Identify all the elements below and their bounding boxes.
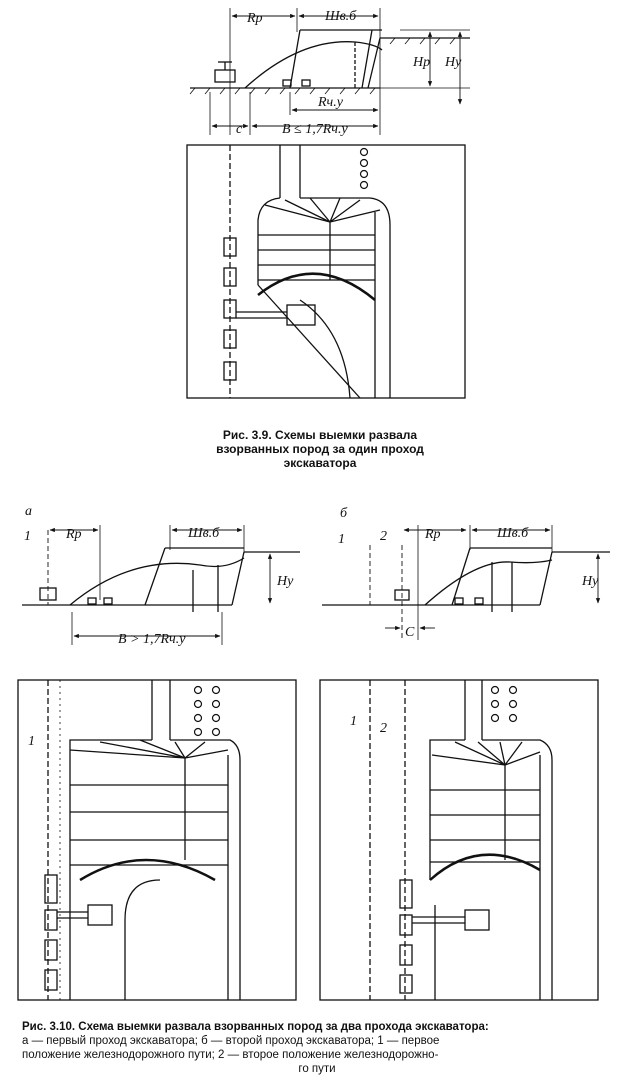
panel-b-letter: б: [340, 506, 348, 521]
fig310-plan-a-holes: [193, 685, 221, 737]
label-rchu: Rч.у: [317, 95, 344, 110]
fig310-section-a: [22, 525, 300, 645]
label-hp: Hр: [412, 55, 430, 70]
panel-a-shvb: Шв.б: [187, 526, 220, 541]
fig39-cross-section: [189, 8, 470, 135]
fig310-caption-line-3: положение железнодорожного пути; 2 — вто…: [22, 1049, 439, 1061]
fig310-section-a-labels: а 1 Rр Шв.б Hу B > 1,7Rч.у: [24, 504, 294, 647]
fig39-holes: [359, 147, 369, 190]
panel-a-letter: а: [25, 504, 32, 519]
fig310-plan-b-holes: [490, 685, 518, 723]
panel-a-hu: Hу: [276, 574, 294, 589]
fig39-caption: Рис. 3.9. Схемы выемки развала взорванны…: [160, 428, 480, 470]
label-shvb: Шв.б: [324, 9, 357, 24]
label-b-formula: B ≤ 1,7Rч.у: [282, 122, 348, 137]
label-rp: Rр: [246, 11, 263, 26]
fig310-caption-line-2: а — первый проход экскаватора; б — второ…: [22, 1035, 440, 1047]
plan-b-track2: 2: [380, 721, 387, 736]
fig39-section-labels: Rр Шв.б Hр Hу Rч.у с B ≤ 1,7Rч.у: [236, 9, 462, 137]
fig39-caption-line-3: экскаватора: [283, 456, 357, 470]
fig310-caption: Рис. 3.10. Схема выемки развала взорванн…: [22, 1020, 612, 1076]
fig310-section-b: [322, 525, 610, 640]
panel-a-track1: 1: [24, 529, 31, 544]
panel-a-b-formula: B > 1,7Rч.у: [118, 632, 186, 647]
plan-b-track1: 1: [350, 714, 357, 729]
fig39-caption-line-2: взорванных пород за один проход: [216, 442, 424, 456]
fig310-caption-line-1: Рис. 3.10. Схема выемки развала взорванн…: [22, 1021, 489, 1033]
fig39-caption-line-1: Рис. 3.9. Схемы выемки развала: [222, 428, 418, 442]
panel-b-shvb: Шв.б: [496, 526, 529, 541]
plan-a-track1: 1: [28, 734, 35, 749]
panel-b-track1: 1: [338, 532, 345, 547]
fig310-plan-b: [319, 679, 599, 1001]
panel-b-c: C: [405, 625, 415, 640]
fig310-plan-a: [17, 679, 297, 1001]
panel-b-hu: Hу: [581, 574, 599, 589]
fig310-caption-line-4: го пути: [298, 1063, 336, 1075]
label-c: с: [236, 122, 243, 137]
label-hu: Hу: [444, 55, 462, 70]
panel-a-rp: Rр: [65, 527, 82, 542]
fig310-section-b-labels: б 1 2 Rр Шв.б Hу C: [338, 506, 599, 640]
fig39-plan: [186, 144, 466, 399]
panel-b-rp: Rр: [424, 527, 441, 542]
panel-b-track2: 2: [380, 529, 387, 544]
